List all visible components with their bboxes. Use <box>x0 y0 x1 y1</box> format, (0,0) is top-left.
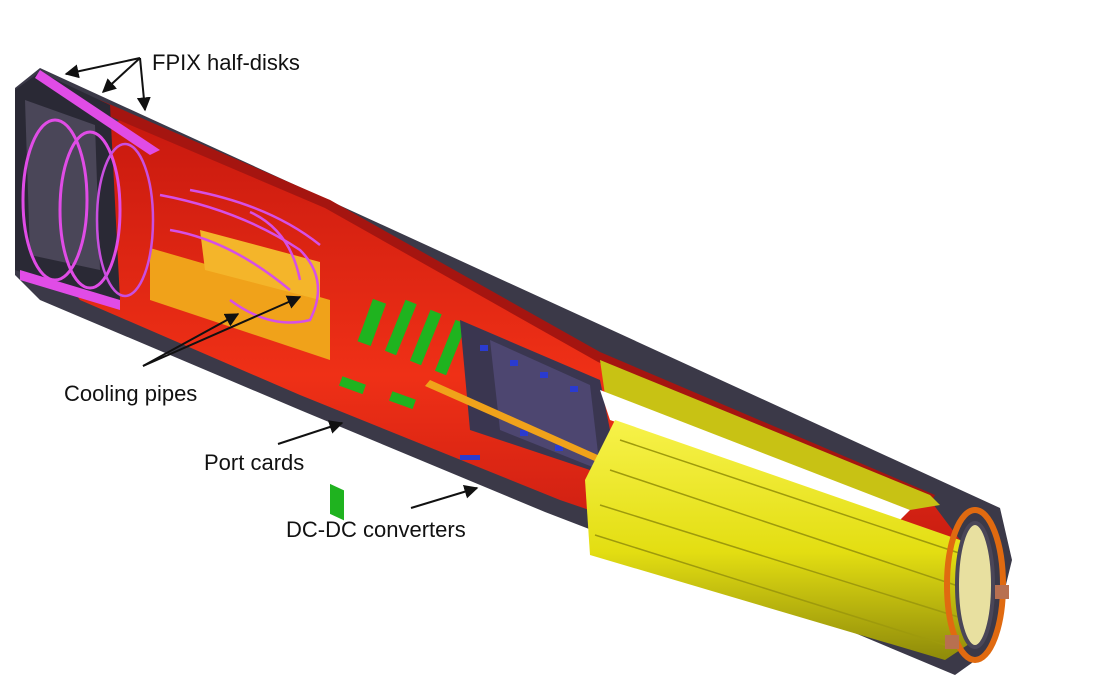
yellow-cylinder-top <box>600 360 940 510</box>
label-dc-dc-converters: DC-DC converters <box>286 517 466 542</box>
label-cooling-pipes: Cooling pipes <box>64 381 198 406</box>
dc-dc-converters <box>425 320 620 480</box>
end-ring <box>944 507 1009 663</box>
inner-gold-panel <box>150 248 330 360</box>
inner-gold-panel-2 <box>200 230 320 300</box>
yellow-cylinder-slot <box>600 390 910 520</box>
fpix-half-disks <box>15 70 160 310</box>
yellow-cylinder <box>585 420 985 660</box>
cooling-pipes <box>159 188 321 324</box>
label-port-cards: Port cards <box>204 450 305 475</box>
yellow-cylinder-ribs <box>594 439 971 649</box>
label-fpix-half-disks: FPIX half-disks <box>152 50 300 75</box>
port-cards <box>330 298 467 521</box>
annotation-arrows <box>64 57 479 509</box>
